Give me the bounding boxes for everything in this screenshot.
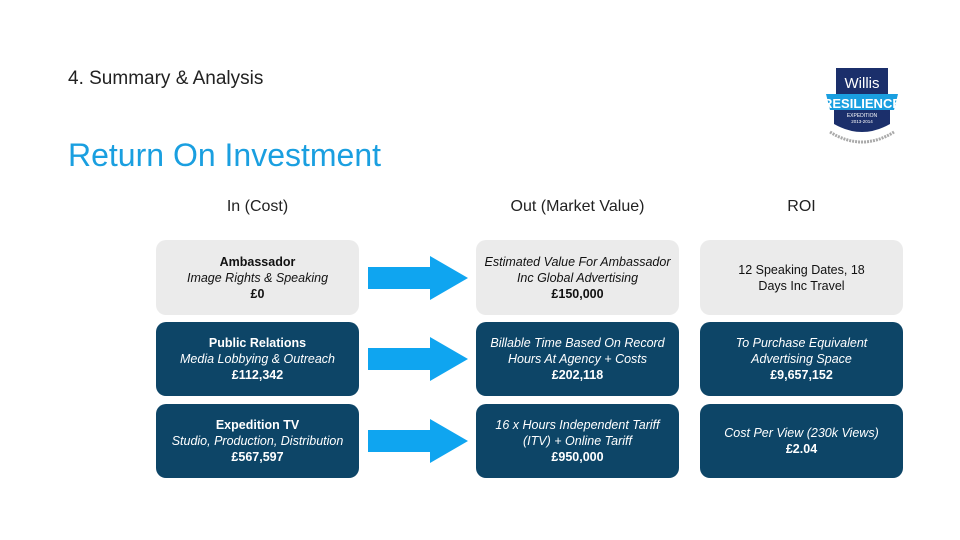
column-header-in: In (Cost) — [226, 198, 289, 215]
out-value: £150,000 — [551, 286, 604, 301]
arrow-right-icon — [368, 419, 468, 463]
in-box-public-relations: Public Relations Media Lobbying & Outrea… — [156, 322, 359, 396]
roi-description: 12 Speaking Dates, 18 Days Inc Travel — [738, 262, 865, 293]
in-title: Public Relations — [208, 336, 307, 350]
roi-box-public-relations: To Purchase Equivalent Advertising Space… — [700, 322, 903, 396]
column-header-out: Out (Market Value) — [510, 198, 645, 215]
out-description: Estimated Value For Ambassador Inc Globa… — [484, 254, 671, 285]
out-box-ambassador: Estimated Value For Ambassador Inc Globa… — [476, 240, 679, 315]
section-heading: 4. Summary & Analysis — [68, 68, 264, 89]
arrow-right-icon — [368, 337, 468, 381]
out-description: 16 x Hours Independent Tariff (ITV) + On… — [495, 418, 660, 448]
in-subtitle: Media Lobbying & Outreach — [180, 352, 335, 366]
roi-box-expedition-tv: Cost Per View (230k Views) £2.04 — [700, 404, 903, 478]
out-value: £202,118 — [551, 368, 604, 382]
in-subtitle: Image Rights & Speaking — [186, 270, 329, 285]
out-description: Billable Time Based On Record Hours At A… — [490, 336, 665, 366]
page-title: Return On Investment — [68, 137, 382, 173]
in-value: £567,597 — [231, 450, 284, 464]
svg-text:RESILIENCE: RESILIENCE — [823, 96, 901, 111]
column-header-roi: ROI — [787, 198, 816, 215]
in-value: £112,342 — [231, 368, 284, 382]
out-box-expedition-tv: 16 x Hours Independent Tariff (ITV) + On… — [476, 404, 679, 478]
roi-box-ambassador: 12 Speaking Dates, 18 Days Inc Travel — [700, 240, 903, 315]
in-subtitle: Studio, Production, Distribution — [171, 434, 344, 448]
in-box-ambassador: Ambassador Image Rights & Speaking £0 — [156, 240, 359, 315]
in-title: Expedition TV — [215, 418, 300, 432]
willis-resilience-logo: Willis RESILIENCE EXPEDITION 2013-2014 — [823, 68, 901, 144]
roi-value: £2.04 — [785, 442, 818, 456]
in-value: £0 — [250, 286, 265, 301]
roi-description: To Purchase Equivalent Advertising Space — [735, 336, 868, 366]
roi-value: £9,657,152 — [770, 368, 833, 382]
in-title: Ambassador — [219, 254, 296, 269]
svg-text:2013-2014: 2013-2014 — [851, 119, 873, 124]
svg-text:EXPEDITION: EXPEDITION — [847, 113, 878, 119]
out-value: £950,000 — [551, 450, 604, 464]
arrow-right-icon — [368, 256, 468, 300]
svg-text:Willis: Willis — [845, 75, 880, 92]
in-box-expedition-tv: Expedition TV Studio, Production, Distri… — [156, 404, 359, 478]
out-box-public-relations: Billable Time Based On Record Hours At A… — [476, 322, 679, 396]
roi-description: Cost Per View (230k Views) — [724, 426, 879, 440]
